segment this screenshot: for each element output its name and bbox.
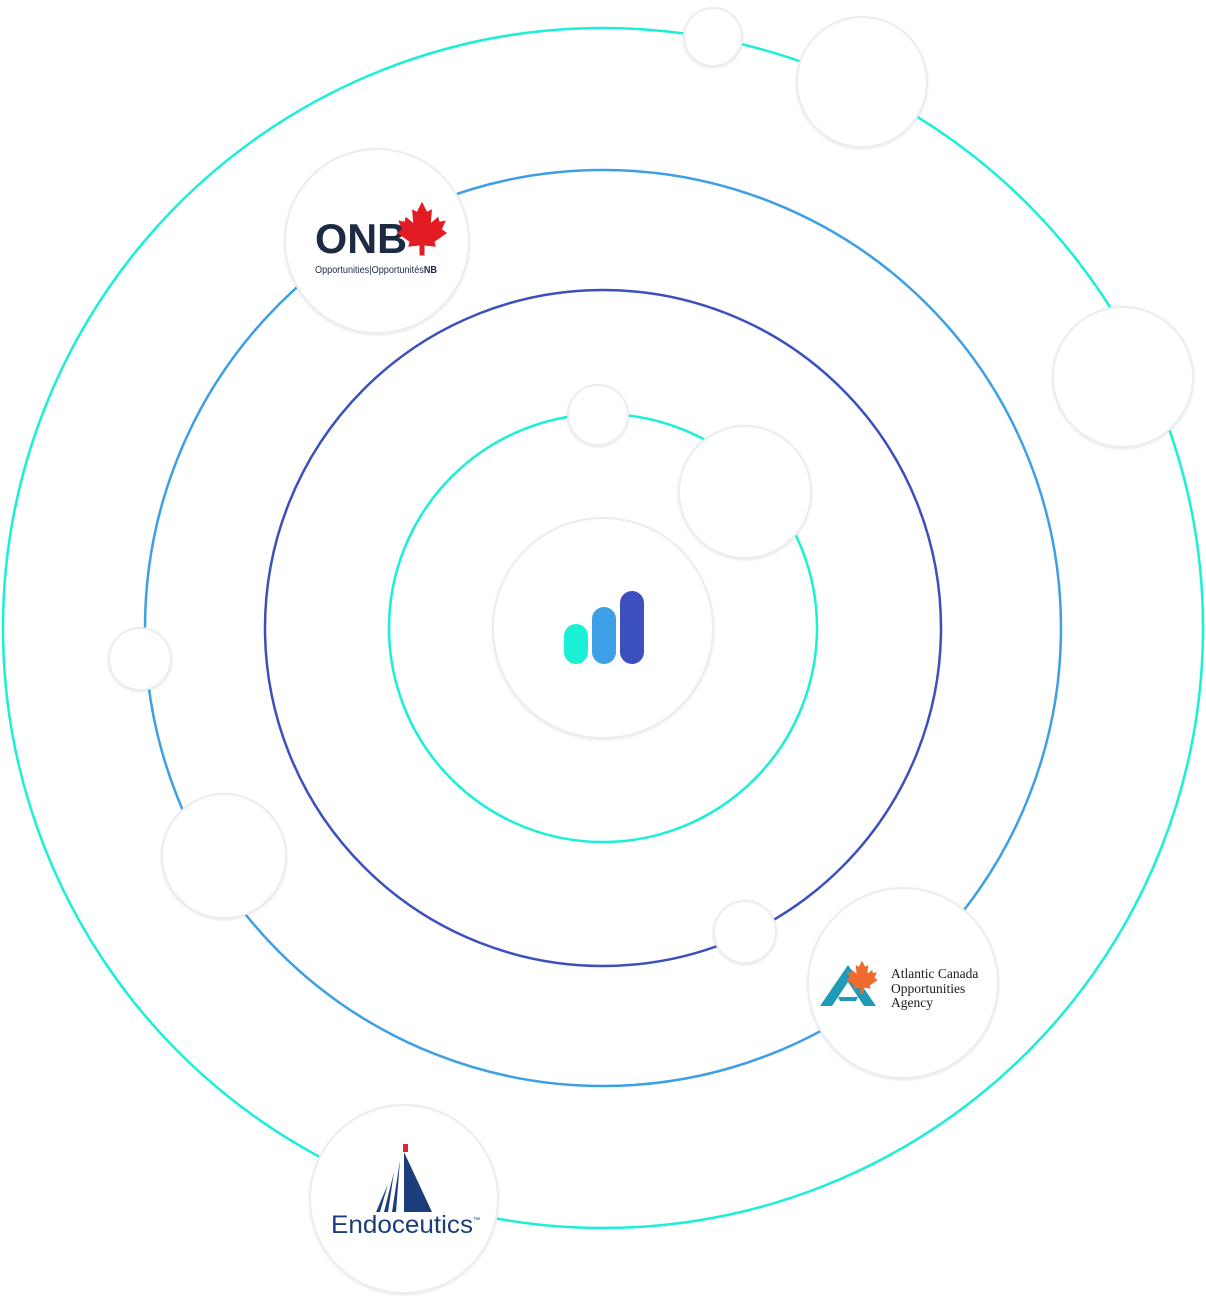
onb-wordmark: ONB <box>315 215 407 262</box>
endoceutics-trademark: ™ <box>473 1217 480 1224</box>
endoceutics-wordmark: Endoceutics <box>331 1211 473 1239</box>
orbit-rings <box>1 26 1205 1230</box>
orbit-ring-third <box>263 288 943 968</box>
orbit-node <box>678 425 812 559</box>
orbit-ring-outer <box>1 26 1205 1230</box>
orbit-nodes <box>108 7 1194 964</box>
onb-logo: ONB Opportunities|OpportunitésNB <box>315 201 447 276</box>
acoa-text-line3: Agency <box>891 995 933 1010</box>
acoa-text-line2: Opportunities <box>891 981 965 996</box>
onb-logo-node: ONB Opportunities|OpportunitésNB <box>284 148 470 334</box>
maple-leaf-icon <box>397 201 447 256</box>
acoa-text-line1: Atlantic Canada <box>891 966 978 981</box>
orbit-node <box>161 793 287 919</box>
endoceutics-logo-node: Endoceutics ™ <box>309 1104 499 1294</box>
orbit-node <box>796 16 928 148</box>
orbit-node <box>713 900 777 964</box>
bar-chart-icon <box>564 591 644 664</box>
endoceutics-mountain-icon <box>376 1144 432 1212</box>
center-node <box>492 517 714 739</box>
orbit-node <box>1052 306 1194 448</box>
orbit-node <box>683 7 743 67</box>
acoa-logo-node: Atlantic Canada Opportunities Agency <box>807 887 999 1079</box>
orbit-node <box>567 384 629 446</box>
acoa-triangle-leaf-icon <box>820 960 878 1006</box>
onb-tagline: Opportunities|OpportunitésNB <box>315 264 437 276</box>
orbit-node <box>108 627 172 691</box>
